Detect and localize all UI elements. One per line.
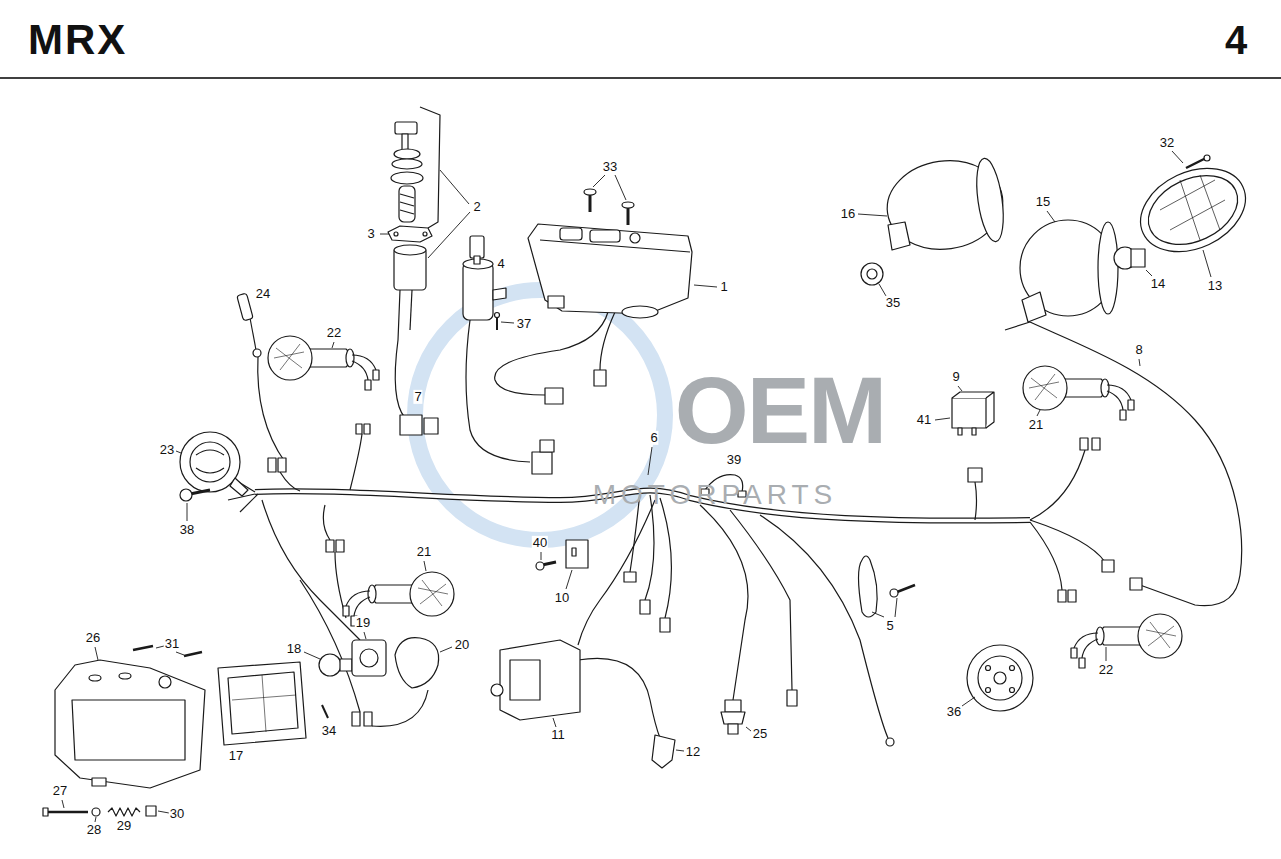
callout-number: 11: [550, 728, 566, 742]
callout-number: 4: [496, 257, 505, 271]
callout-number: 34: [321, 724, 337, 738]
leader-lines: [62, 151, 1211, 822]
callout-number: 10: [554, 591, 570, 605]
callout-number: 8: [1134, 343, 1143, 357]
callout-number: 7: [413, 390, 422, 404]
diagram-title: MRX: [28, 19, 127, 61]
parts: [43, 107, 1259, 816]
callout-number: 25: [752, 727, 768, 741]
callout-number: 9: [951, 370, 960, 384]
callout-number: 18: [286, 642, 302, 656]
callout-number: 26: [85, 631, 101, 645]
callout-number: 29: [116, 819, 132, 833]
callout-number: 2: [472, 200, 481, 214]
callout-number: 16: [840, 207, 856, 221]
callout-number: 12: [685, 745, 701, 759]
callout-number: 24: [255, 287, 271, 301]
callout-number: 17: [228, 749, 244, 763]
callout-number: 41: [916, 413, 932, 427]
callout-number: 20: [454, 638, 470, 652]
header-rule: [0, 77, 1281, 79]
page-number: 4: [1225, 20, 1247, 60]
callout-number: 1: [719, 280, 728, 294]
callout-number: 32: [1159, 136, 1175, 150]
callout-number: 3: [366, 227, 375, 241]
callout-number: 21: [416, 545, 432, 559]
callout-number: 6: [649, 431, 658, 445]
watermark-logo: OEM: [675, 363, 885, 458]
callout-number: 22: [326, 326, 342, 340]
callout-number: 15: [1035, 195, 1051, 209]
callout-number: 38: [179, 523, 195, 537]
callout-number: 21: [1028, 418, 1044, 432]
callout-number: 19: [355, 616, 371, 630]
callout-number: 13: [1207, 279, 1223, 293]
callout-number: 30: [169, 807, 185, 821]
callout-number: 31: [164, 637, 180, 651]
callout-number: 35: [885, 296, 901, 310]
watermark-text: MOTORPARTS: [593, 481, 837, 509]
callout-number: 14: [1150, 277, 1166, 291]
callout-number: 5: [885, 619, 894, 633]
callout-number: 33: [602, 160, 618, 174]
callout-number: 36: [946, 705, 962, 719]
callout-number: 22: [1098, 663, 1114, 677]
callout-number: 27: [52, 784, 68, 798]
callout-number: 37: [516, 317, 532, 331]
callout-number: 23: [159, 443, 175, 457]
callout-number: 40: [532, 536, 548, 550]
callout-number: 28: [86, 823, 102, 837]
